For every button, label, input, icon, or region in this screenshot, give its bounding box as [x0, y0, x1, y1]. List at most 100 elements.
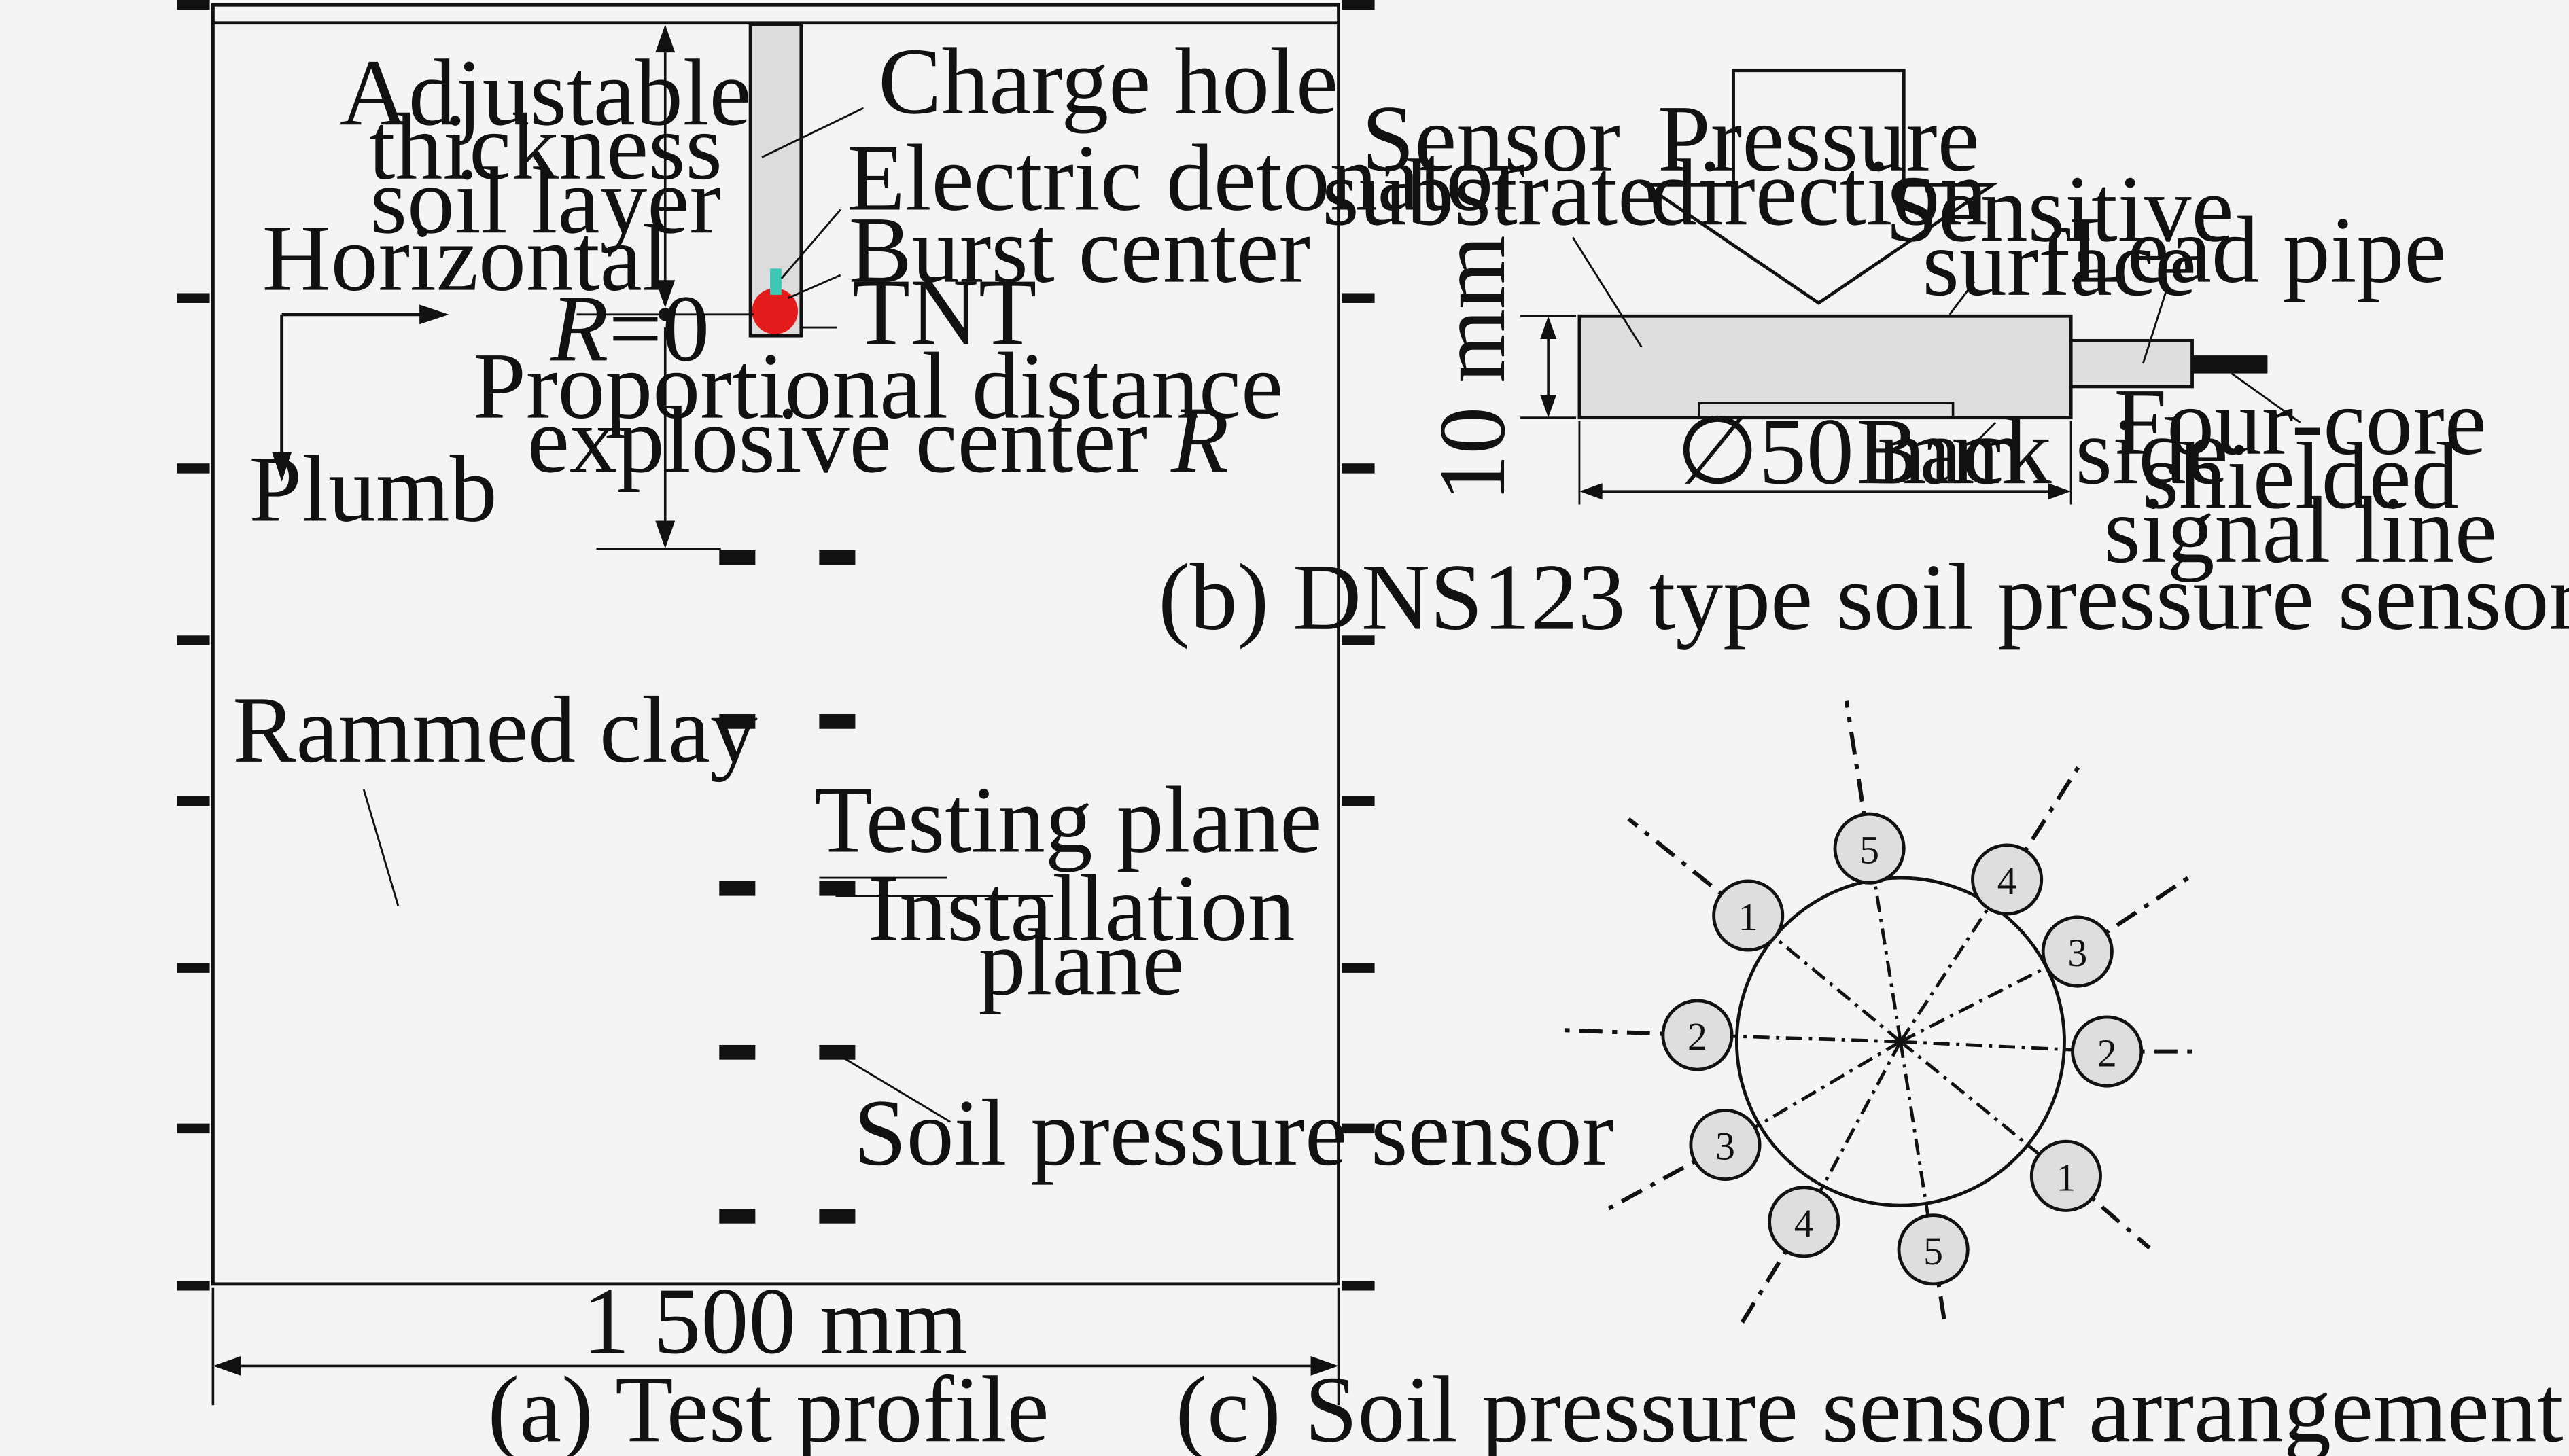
radial-line-outer: [1601, 1143, 1726, 1214]
radial-line-outer: [1627, 817, 1750, 917]
label-proportional-distance: Proportional distance: [473, 334, 1283, 439]
leader-burst-center: [787, 274, 841, 300]
thickness-arrow-head-down: [655, 280, 676, 308]
leader-substrate: [1572, 236, 1643, 348]
label-height: 10 mm: [1420, 235, 1525, 501]
label-installation: Installation: [868, 856, 1295, 961]
sensor-position: 2: [1661, 999, 1734, 1071]
electric-detonator: [770, 268, 782, 295]
label-width: 1 500 mm: [582, 1268, 968, 1374]
label-four-core: Four-core: [2114, 370, 2486, 475]
diam-arrow-right: [2048, 483, 2072, 500]
sensor-marker: [719, 550, 756, 565]
back-side-recess: [1698, 402, 1955, 419]
label-rammed-clay: Rammed clay: [232, 677, 758, 783]
tnt-charge: [752, 288, 799, 334]
width-arrow-left: [213, 1355, 241, 1376]
sensor-number: 5: [1859, 828, 1879, 872]
sensor-circle: [2029, 1139, 2102, 1212]
sensor-position: 2: [2071, 1015, 2144, 1088]
leader-lead-pipe: [2142, 291, 2167, 364]
r-zero-point: [659, 308, 672, 321]
label-plane: plane: [979, 910, 1185, 1015]
sensor-circle: [1897, 1213, 1970, 1286]
sensor-position: 4: [1768, 1186, 1840, 1258]
sensor-circle: [1689, 1108, 1762, 1182]
label-electric-detonator: Electric detonator: [847, 126, 1525, 231]
label-back-side: Back side: [1856, 399, 2228, 504]
sensor-position: 3: [2041, 915, 2114, 988]
sensor-number: 1: [2056, 1155, 2076, 1199]
sensor-circle: [1971, 843, 2044, 916]
sensor-number: 2: [2097, 1031, 2117, 1075]
label-charge-hole: Charge hole: [878, 29, 1338, 134]
sensor-number: 5: [1923, 1229, 1943, 1273]
sensor-position: 4: [1971, 843, 2044, 916]
sensor-number: 4: [1997, 859, 2017, 903]
soil-box: [211, 3, 1340, 1286]
leader-detonator: [780, 209, 841, 279]
sensor-circle: [1661, 999, 1734, 1071]
diam-arrow-left: [1579, 483, 1603, 500]
sensor-marker: [819, 1044, 856, 1060]
caption-b: (b) DNS123 type soil pressure sensor: [1158, 545, 2569, 650]
caption-a: (a) Test profile: [488, 1357, 1049, 1456]
radial-lines: [1565, 700, 2202, 1325]
sensor-number: 1: [1738, 895, 1758, 939]
label-plumb: Plumb: [249, 437, 497, 542]
sensor-marker: [819, 1209, 856, 1224]
label-burst-center: Burst center: [849, 198, 1310, 303]
lead-pipe: [2069, 338, 2194, 389]
leader-sensor: [843, 1057, 951, 1123]
sensor-marker: [719, 1209, 756, 1224]
sensor-marker: [719, 714, 756, 729]
sensor-marker: [719, 881, 756, 896]
sensor-circle: [2071, 1015, 2144, 1088]
panel-sensor-detail: Sensor substrate Pressure direction Sens…: [1158, 69, 2569, 650]
label-testing-plane: Testing plane: [814, 768, 1322, 873]
label-sensitive: Sensitive: [1885, 156, 2234, 262]
sensor-marker: [819, 714, 856, 729]
panel-test-profile: Adjustable thickness soil layer Charge h…: [177, 0, 1613, 1456]
leader-signal-line: [2231, 372, 2301, 424]
label-adjustable: Adjustable: [340, 40, 752, 145]
leader-rammed-clay: [362, 789, 400, 906]
leader-back-side: [1965, 421, 1997, 453]
sensor-number: 3: [1715, 1124, 1735, 1169]
sensor-position: 5: [1897, 1213, 1970, 1286]
sensor-circle: [1768, 1186, 1840, 1258]
label-direction: direction: [1649, 140, 1987, 245]
leader-sensitive-surface: [1948, 281, 1976, 315]
sensor-number: 4: [1794, 1201, 1814, 1245]
sensor-positions: 5 4 1 3 2 2 3 1 4 5: [1661, 812, 2144, 1286]
sensor-position: 1: [1712, 879, 1785, 952]
label-explosive-center: explosive center R: [527, 387, 1229, 493]
label-sensor: Sensor: [1361, 86, 1620, 192]
plumb-arrow-head: [272, 452, 292, 482]
label-soil-layer: soil layer: [370, 148, 721, 253]
width-arrow-right: [1310, 1355, 1339, 1376]
height-arrow-bottom: [1540, 394, 1557, 418]
label-soil-pressure-sensor: Soil pressure sensor: [854, 1080, 1613, 1186]
arrangement-circle: [1734, 876, 2066, 1207]
thickness-arrow-head-up: [655, 24, 676, 53]
signal-line: [2192, 355, 2268, 374]
leader-charge-hole: [761, 107, 864, 158]
sensor-position: 1: [2029, 1139, 2102, 1212]
sensor-column: [719, 550, 856, 1224]
sensor-substrate: [1577, 314, 2073, 420]
label-horizontal: Horizontal: [262, 206, 669, 311]
sensor-marker: [819, 881, 856, 896]
label-r-zero: R=0: [550, 276, 710, 381]
side-marks: [177, 0, 1375, 1291]
label-substrate: substrate: [1322, 140, 1660, 245]
sensor-circle: [1712, 879, 1785, 952]
label-shielded: shielded: [2142, 423, 2459, 529]
caption-c: (c) Soil pressure sensor arrangement: [1176, 1357, 2564, 1456]
label-thickness: thickness: [369, 94, 722, 200]
horizontal-arrow-head: [419, 304, 449, 325]
sensor-marker: [819, 550, 856, 565]
label-tnt: TNT: [852, 260, 1037, 365]
sensor-circle: [1833, 812, 1906, 885]
